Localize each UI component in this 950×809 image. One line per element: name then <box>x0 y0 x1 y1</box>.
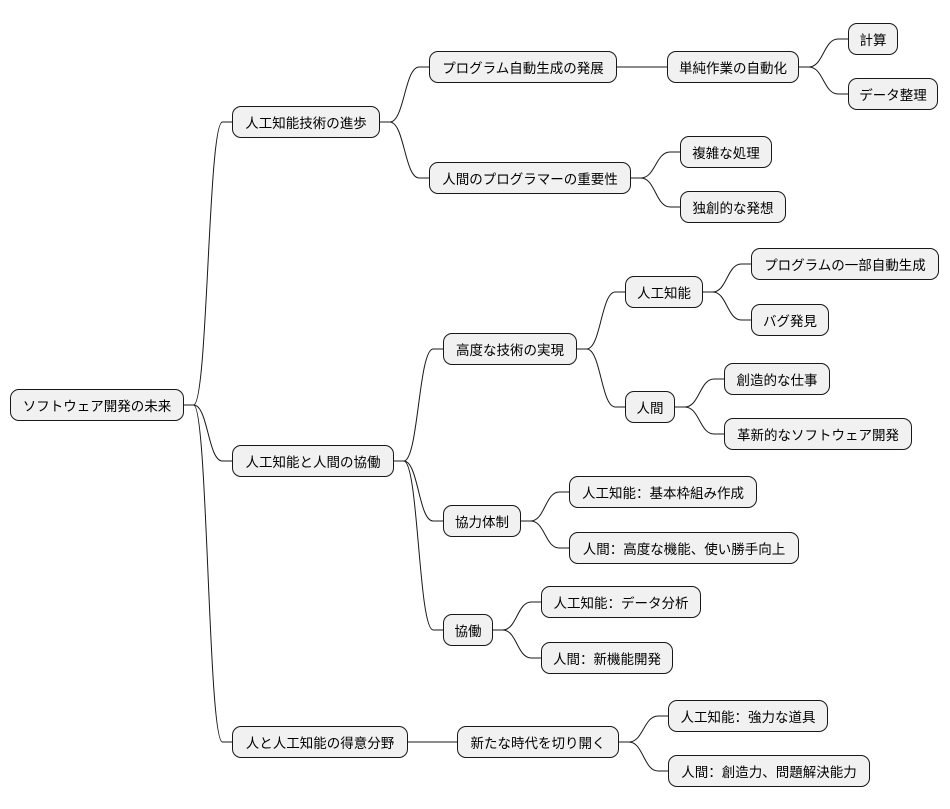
connector-node-strengths <box>184 404 232 743</box>
node-cooperation: 協力体制 <box>443 505 521 537</box>
node-complex-processing: 複雑な処理 <box>680 136 772 168</box>
connector-node-teamwork <box>394 460 443 631</box>
node-advanced-tech: 高度な技術の実現 <box>443 333 577 365</box>
connector-node-human-creativity <box>619 741 668 772</box>
connector-node-ai-tool <box>619 715 668 743</box>
node-collaboration: 人工知能と人間の協働 <box>232 445 394 477</box>
node-original-idea: 独創的な発想 <box>680 191 786 223</box>
node-calculation: 計算 <box>848 23 898 55</box>
node-human-role: 人間 <box>625 391 675 423</box>
connector-node-partial-autogen <box>703 263 751 293</box>
node-auto-generation: プログラム自動生成の発展 <box>429 51 617 83</box>
connector-node-creative-work <box>675 378 724 408</box>
connector-node-ai-progress <box>184 121 232 406</box>
connector-node-cooperation <box>394 460 443 522</box>
node-ai-role: 人工知能 <box>625 276 703 308</box>
connector-node-bug-finding <box>703 291 751 321</box>
connector-node-ai-role <box>577 291 625 350</box>
connector-node-human-programmer <box>380 121 429 179</box>
node-creative-work: 創造的な仕事 <box>724 363 830 395</box>
connector-node-advanced-tech <box>394 348 443 462</box>
node-human-creativity: 人間：創造力、問題解決能力 <box>668 755 870 787</box>
node-root: ソフトウェア開発の未来 <box>10 389 184 421</box>
connector-node-calculation <box>799 38 848 68</box>
connector-node-coop-human <box>521 520 569 549</box>
node-partial-autogen: プログラムの一部自動生成 <box>751 248 939 280</box>
node-team-human: 人間：新機能開発 <box>541 642 673 674</box>
node-bug-finding: バグ発見 <box>751 304 829 336</box>
node-coop-human: 人間：高度な機能、使い勝手向上 <box>569 532 799 564</box>
connector-node-team-ai <box>493 601 541 631</box>
node-strengths: 人と人工知能の得意分野 <box>232 726 408 758</box>
node-new-era: 新たな時代を切り開く <box>457 726 619 758</box>
node-ai-tool: 人工知能：強力な道具 <box>668 700 828 732</box>
connector-node-data-organize <box>799 66 848 95</box>
node-data-organize: データ整理 <box>848 78 938 110</box>
node-innovative-dev: 革新的なソフトウェア開発 <box>724 418 912 450</box>
connector-node-human-role <box>577 348 625 408</box>
node-human-programmer: 人間のプログラマーの重要性 <box>429 162 631 194</box>
connector-node-innovative-dev <box>675 406 724 435</box>
node-simple-automation: 単純作業の自動化 <box>667 51 799 83</box>
connector-node-team-human <box>493 629 541 659</box>
node-ai-progress: 人工知能技術の進歩 <box>232 106 380 138</box>
connector-node-auto-generation <box>380 66 429 123</box>
node-teamwork: 協働 <box>443 614 493 646</box>
node-coop-ai: 人工知能：基本枠組み作成 <box>569 476 757 508</box>
connector-node-original-idea <box>631 177 680 208</box>
connector-node-coop-ai <box>521 491 569 522</box>
connector-node-complex-processing <box>631 151 680 179</box>
connector-node-collaboration <box>184 404 232 462</box>
node-team-ai: 人工知能：データ分析 <box>541 586 701 618</box>
